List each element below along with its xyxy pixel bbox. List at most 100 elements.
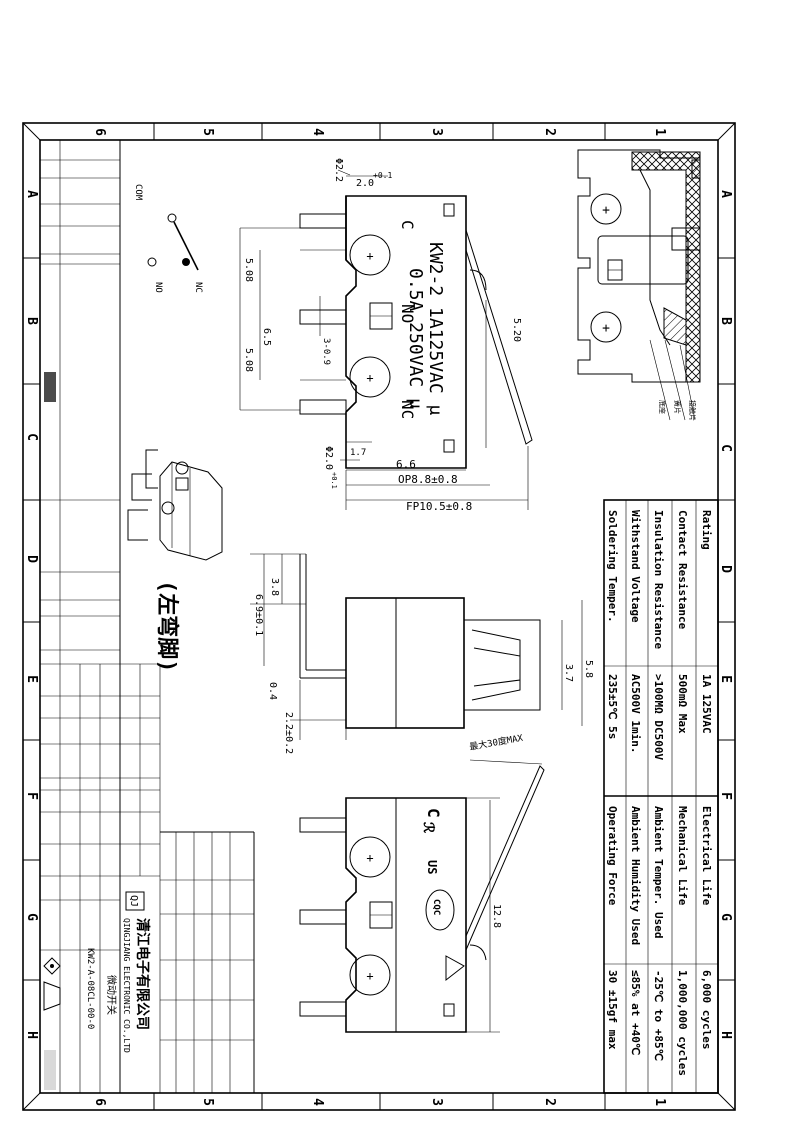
spec-value-mechanical-life: 1,000,000 cycles	[676, 970, 689, 1076]
spec-value-rating: 1A 125VAC	[700, 674, 713, 734]
zone-letter-right-H: H	[718, 1031, 733, 1039]
zone-num-top-6: 6	[92, 128, 107, 136]
zone-num-bottom-6: 6	[92, 1098, 107, 1106]
company-name-en: QINGJIANG ELECTRONIC CO.,LTD	[122, 918, 131, 1053]
dim-height: 5.20	[511, 318, 522, 342]
zone-letter-left-F: F	[24, 792, 39, 800]
zone-num-top-2: 2	[542, 128, 557, 136]
zone-letter-left-G: G	[24, 913, 39, 921]
dim-hole-bottom: Φ2.0	[323, 446, 334, 470]
dim-length-1: 6.6	[396, 458, 416, 471]
cert-c: C	[424, 808, 443, 818]
schematic-com: COM	[133, 184, 143, 201]
spec-label-insulation-resistance: Insulation Resistance	[652, 510, 665, 649]
dim-fp: FP10.5±0.8	[406, 500, 472, 513]
spec-label-contact-resistance: Contact Resistance	[676, 510, 689, 630]
cert-ul-mark: ℛ	[420, 822, 436, 834]
dim-hole-top: Φ2.2	[333, 158, 344, 182]
svg-text:+: +	[366, 969, 373, 983]
title-block: QJ 清江电子有限公司 QINGJIANG ELECTRONIC CO.,LTD…	[40, 140, 255, 1093]
zone-num-top-1: 1	[652, 128, 667, 136]
cert-cqc: CQC	[431, 899, 441, 915]
spec-label-ambient-humidity: Ambient Humidity Used	[629, 806, 642, 945]
zone-num-bottom-1: 1	[652, 1098, 667, 1106]
part-number: KW2-A-08CL-00-0	[85, 948, 95, 1029]
side-view: 3.8 6.9±0.1 0.4 2.2±0.2 5.8 3.7	[250, 553, 594, 754]
svg-text:QJ: QJ	[128, 895, 139, 907]
zone-letter-left-H: H	[24, 1031, 39, 1039]
zone-letter-left-B: B	[24, 317, 39, 325]
body-marking-line2: 0.5A 250VAC μ	[405, 268, 426, 409]
zone-labels: 1 2 3 4 5 6 1 2 3 4 5 6 A B C D E F G H …	[24, 128, 733, 1106]
spec-value-ambient-humidity: ≤85% at +40℃	[629, 970, 642, 1055]
svg-text:底座: 底座	[658, 400, 667, 414]
zone-letter-right-E: E	[718, 675, 733, 683]
isometric-sketch	[127, 449, 223, 561]
svg-text:+: +	[366, 371, 373, 385]
spec-value-electrical-life: 6,000 cycles	[700, 970, 713, 1049]
side-dim-1: 3.8	[269, 578, 280, 596]
zone-letter-left-A: A	[24, 190, 39, 198]
dim-pitch-2: 5.08	[243, 348, 254, 372]
terminal-label-no: NO	[398, 304, 417, 323]
zone-num-top-4: 4	[310, 128, 325, 136]
svg-text:+: +	[366, 851, 373, 865]
product-name: 微动开关	[105, 975, 118, 1015]
svg-text:+: +	[602, 321, 610, 336]
zone-letter-left-D: D	[24, 555, 39, 563]
schematic-no: NO	[153, 282, 163, 293]
back-dim-2: 最大30度MAX	[468, 732, 524, 753]
zone-letter-right-D: D	[718, 565, 733, 573]
dim-pin-width: 3-0.9	[321, 338, 331, 365]
svg-text:+: +	[602, 203, 610, 218]
zone-num-bottom-5: 5	[200, 1098, 215, 1106]
dim-top-width: 2.0	[356, 178, 374, 189]
dim-pitch-1: 5.08	[243, 258, 254, 282]
zone-num-top-5: 5	[200, 128, 215, 136]
svg-text:+: +	[366, 249, 373, 263]
spec-table: Rating Contact Resistance Insulation Res…	[603, 499, 719, 1094]
spec-label-mechanical-life: Mechanical Life	[676, 806, 689, 906]
back-dim-1: 12.8	[491, 904, 502, 928]
spec-value-soldering-temper: 235±5℃ 5s	[606, 674, 619, 739]
spec-value-insulation-resistance: >100MΩ DC500V	[652, 674, 665, 760]
zone-letter-left-C: C	[24, 433, 39, 441]
dim-top-tolerance: +0.1	[373, 171, 392, 180]
spec-value-withstand-voltage: AC500V 1min.	[629, 674, 642, 753]
cross-section-detail: + + 底座 簧片 接触片	[577, 149, 701, 421]
dim-hole-bottom-tolerance: +0.1	[330, 472, 338, 489]
spec-label-rating: Rating	[700, 510, 713, 550]
spec-label-ambient-temper: Ambient Temper. Used	[652, 806, 665, 938]
side-dim-5: 5.8	[583, 660, 594, 678]
spec-label-electrical-life: Electrical Life	[700, 806, 713, 906]
back-view: + + CQC C ℛ US 12.8 最大30度MAX	[299, 732, 545, 1033]
zone-letter-right-C: C	[718, 444, 733, 452]
switch-schematic: COM NC NO	[133, 184, 203, 293]
zone-letter-right-G: G	[718, 913, 733, 921]
schematic-nc: NC	[193, 282, 203, 293]
zone-letter-right-B: B	[718, 317, 733, 325]
side-dim-4: 2.2±0.2	[283, 712, 294, 754]
spec-label-operating-force: Operating Force	[606, 806, 619, 906]
note-left-bend: (左弯脚)	[154, 580, 180, 673]
side-dim-2: 6.9±0.1	[253, 594, 264, 636]
cert-us: US	[425, 860, 439, 874]
spec-label-soldering-temper: Soldering Temper.	[606, 510, 619, 623]
terminal-label-nc: NC	[398, 400, 417, 419]
spec-value-contact-resistance: 500mΩ Max	[676, 674, 689, 734]
dim-pin-gap: 6.5	[261, 328, 272, 346]
spec-value-operating-force: 30 ±15gf max	[606, 970, 619, 1050]
zone-num-bottom-2: 2	[542, 1098, 557, 1106]
dim-op: OP8.8±0.8	[398, 473, 458, 486]
terminal-label-c: C	[398, 220, 417, 230]
company-name-cn: 清江电子有限公司	[134, 918, 151, 1030]
dim-offset: 1.7	[350, 448, 366, 458]
zone-num-bottom-4: 4	[310, 1098, 325, 1106]
spec-value-ambient-temper: -25℃ to +85℃	[652, 970, 665, 1061]
svg-text:接触片: 接触片	[688, 400, 697, 421]
zone-letter-right-F: F	[718, 792, 733, 800]
zone-letter-right-A: A	[718, 190, 733, 198]
zone-letter-left-E: E	[24, 675, 39, 683]
body-marking-line1: KW2-2 1A125VAC μ	[425, 242, 446, 416]
